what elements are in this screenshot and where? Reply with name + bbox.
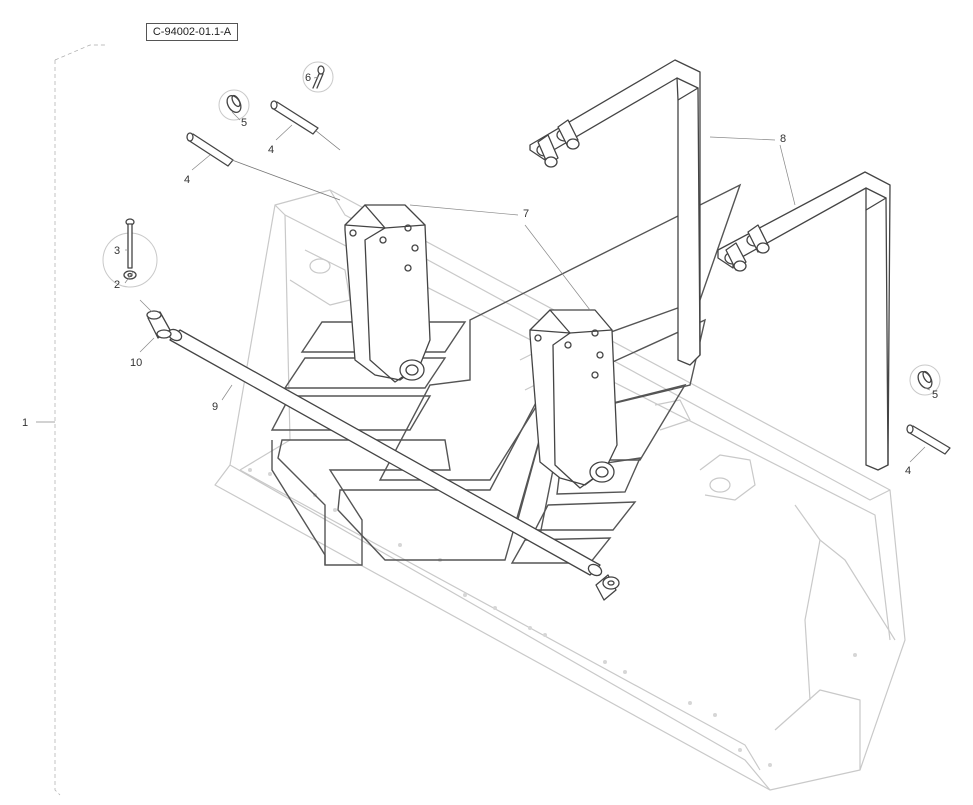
bushing-right	[595, 574, 620, 601]
bucket-holes	[248, 468, 857, 767]
frame-dashed-outline	[54, 44, 105, 796]
lynch-pin-right	[909, 364, 941, 396]
leader-lines	[36, 76, 931, 463]
callout-1: 1	[22, 417, 28, 429]
callout-6: 6	[305, 72, 311, 84]
pin-right	[906, 424, 951, 455]
bucket-outline	[214, 189, 906, 791]
pivot-arm-center	[529, 309, 618, 489]
watermark-logo	[270, 183, 742, 566]
pin-upper-left	[186, 132, 234, 167]
reference-code-label: C-94002-01.1-A	[146, 23, 238, 41]
callout-4-upper-left: 4	[184, 174, 190, 186]
pivot-arm-left	[344, 204, 431, 383]
callout-4-upper-mid: 4	[268, 144, 274, 156]
long-shaft	[167, 328, 603, 577]
callout-labels: 1 2 3 4 4 4 5 5 6 7 8 9 10	[22, 72, 938, 477]
bushing-left	[146, 310, 172, 339]
lynch-pin-upper	[218, 89, 250, 121]
callout-7: 7	[523, 208, 529, 220]
callout-5-upper: 5	[241, 117, 247, 129]
callout-9: 9	[212, 401, 218, 413]
pin-upper-mid	[270, 100, 319, 135]
callout-2: 2	[114, 279, 120, 291]
callout-4-right: 4	[905, 465, 911, 477]
callout-3: 3	[114, 245, 120, 257]
bolt-and-nut	[102, 218, 158, 288]
frame-bar-lower	[717, 171, 891, 471]
callout-5-right: 5	[932, 389, 938, 401]
callout-10: 10	[130, 357, 142, 369]
callout-8: 8	[780, 133, 786, 145]
cotter-pin	[302, 61, 334, 93]
frame-bar-upper	[529, 59, 701, 366]
